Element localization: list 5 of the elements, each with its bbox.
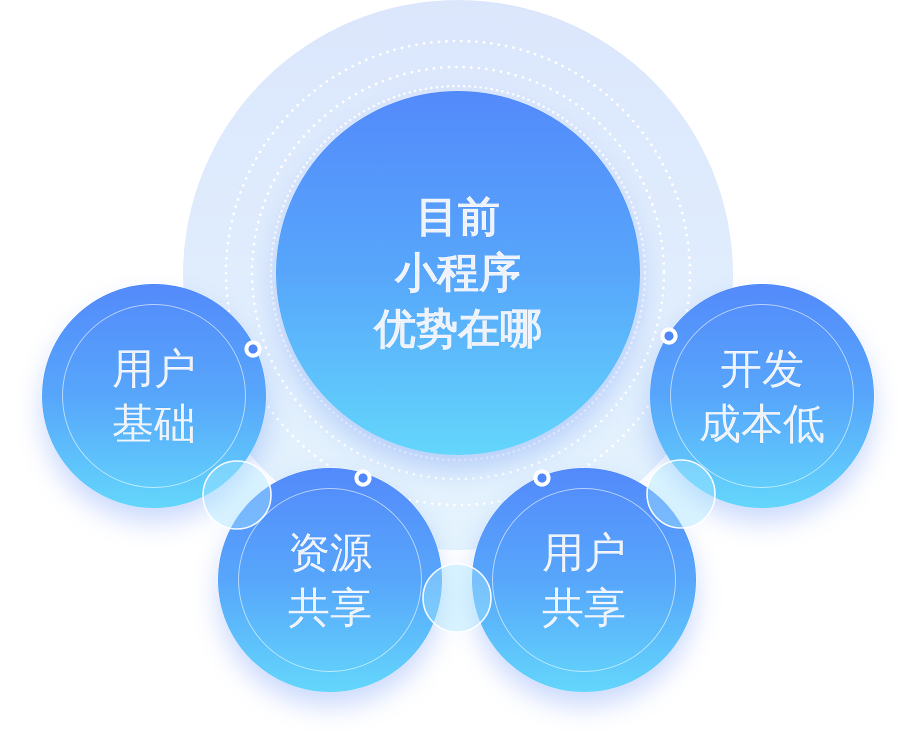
advantage-label: 用户基础 [112, 344, 196, 449]
topic-label: 目前小程序优势在哪 [374, 192, 542, 354]
advantage-label: 开发成本低 [699, 344, 825, 449]
advantage-label: 用户共享 [542, 528, 626, 633]
advantage-label: 资源共享 [288, 528, 372, 633]
